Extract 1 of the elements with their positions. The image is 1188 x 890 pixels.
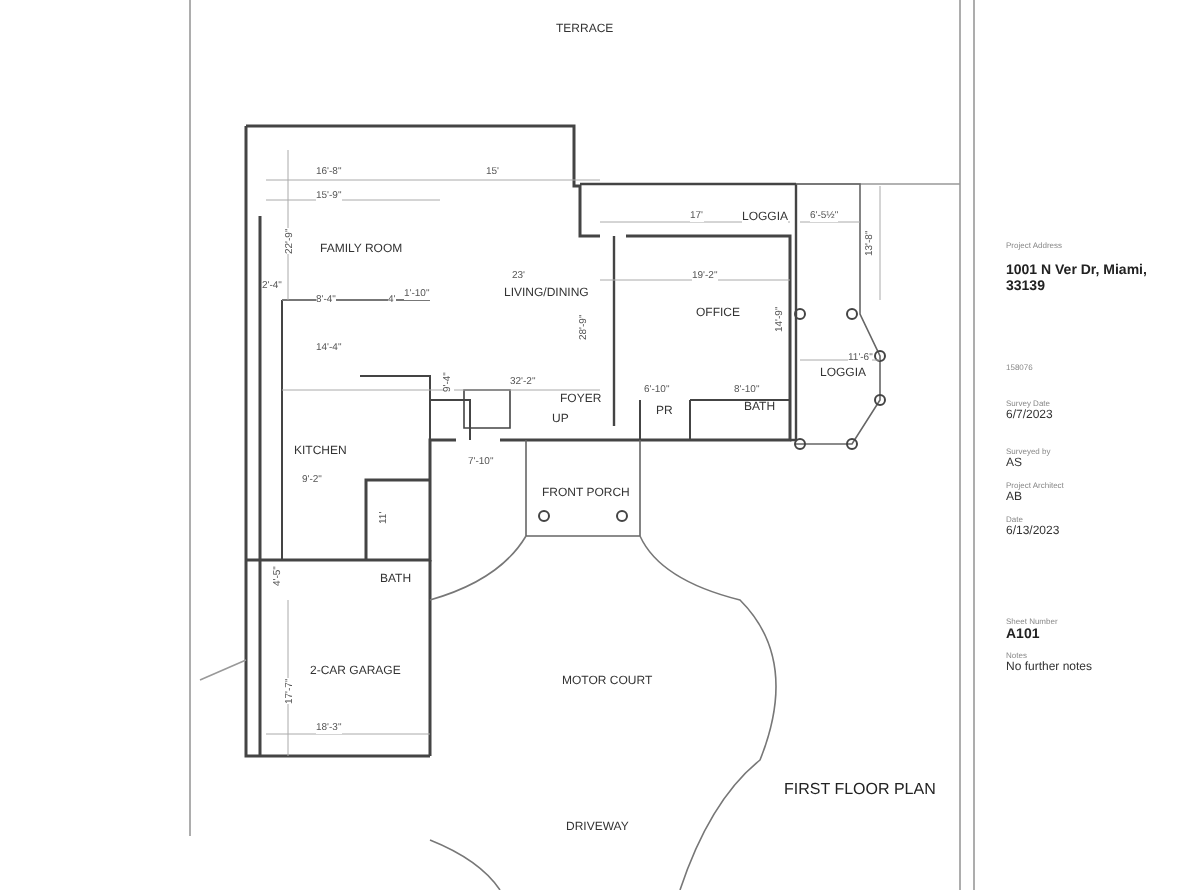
drawing-title: FIRST FLOOR PLAN	[784, 782, 936, 798]
